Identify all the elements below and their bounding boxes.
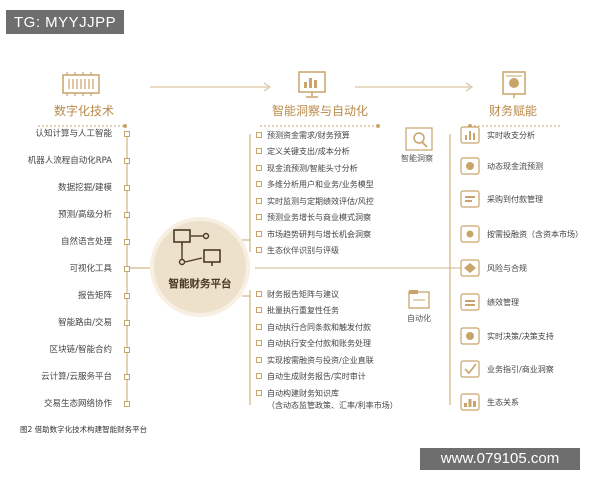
automation-item: 自动构建财务知识库 <box>267 389 339 398</box>
left-item: 云计算/云服务平台 <box>41 372 112 382</box>
automation-item: 批量执行重复性任务 <box>267 306 339 315</box>
left-item: 预测/高级分析 <box>58 210 112 220</box>
automation-item: 实现按需融资与投资/企业直联 <box>267 356 374 365</box>
hub-title: 智能财务平台 <box>168 278 232 290</box>
insight-item: 实时监测与定期绩效评估/风控 <box>267 197 374 206</box>
left-item: 数据挖掘/建模 <box>58 183 112 193</box>
bullet-box <box>256 357 262 363</box>
bullet-box <box>124 158 130 164</box>
bullet-box <box>256 181 262 187</box>
insight-item: 定义关键支出/成本分析 <box>267 147 350 156</box>
automation-item: 自动执行合同条款和触发付款 <box>267 323 371 332</box>
watermark-top-left: TG: MYYJJPP <box>6 10 125 34</box>
bullet-box <box>256 231 262 237</box>
finance-item: 实时决策/决策支持 <box>487 332 554 341</box>
bullet-box <box>124 266 130 272</box>
finance-item: 动态现金流预测 <box>487 162 543 171</box>
left-item: 智能路由/交易 <box>58 318 112 328</box>
col-title-finance-enable: 财务赋能 <box>488 104 537 118</box>
automation-item: 财务报告矩阵与建议 <box>267 290 339 299</box>
left-item: 区块链/智能合约 <box>49 345 112 355</box>
bullet-box <box>124 131 130 137</box>
bullet-box <box>256 198 262 204</box>
network-icon <box>173 229 221 266</box>
col-title-digital-tech: 数字化技术 <box>53 104 114 118</box>
left-item: 交易生态网络协作 <box>43 399 112 409</box>
folder-icon <box>408 290 430 309</box>
bullet-box <box>124 347 130 353</box>
left-item: 报告矩阵 <box>77 291 112 301</box>
watermark-bottom-right: www.079105.com <box>420 448 580 470</box>
figure-caption: 图2 借助数字化技术构建智能财务平台 <box>20 425 148 434</box>
bullet-box <box>256 307 262 313</box>
left-item: 自然语言处理 <box>60 237 112 247</box>
bullet-box <box>124 185 130 191</box>
chip-icon <box>62 72 100 96</box>
insight-item: 市场趋势研判与增长机会洞察 <box>267 230 371 239</box>
monitor-chart-icon <box>298 71 326 98</box>
finance-item: 生态关系 <box>487 398 519 407</box>
bullet-box <box>124 320 130 326</box>
left-item: 认知计算与人工智能 <box>35 129 112 139</box>
bullet-box <box>256 165 262 171</box>
bullet-box <box>256 373 262 379</box>
bullet-box <box>124 212 130 218</box>
finance-item: 按需投融资（含资本市场） <box>487 230 583 239</box>
insight-item: 预测业务增长与商业模式洞察 <box>267 213 371 222</box>
automation-label: 自动化 <box>407 314 431 323</box>
bullet-box <box>256 291 262 297</box>
finance-item: 实时收支分析 <box>487 131 535 140</box>
insight-label: 智能洞察 <box>401 154 433 163</box>
finance-item: 业务指引/商业洞察 <box>487 365 554 374</box>
bullet-box <box>256 340 262 346</box>
magnifier-icon <box>405 127 433 151</box>
insight-item: 现金流预测/智能头寸分析 <box>267 164 358 173</box>
automation-item-note: （含动态监管政策、汇率/利率市场） <box>267 401 398 410</box>
bullet-box <box>256 214 262 220</box>
bullet-box <box>256 390 262 396</box>
hub-circle <box>150 217 250 317</box>
server-icon <box>502 71 526 98</box>
insight-item: 生态伙伴识别与评级 <box>267 246 339 255</box>
col-title-insight-automation: 智能洞察与自动化 <box>271 104 368 118</box>
insight-item: 预测资金需求/财务预算 <box>267 131 350 140</box>
bullet-box <box>124 293 130 299</box>
finance-item: 风险与合规 <box>487 264 527 273</box>
finance-item: 采购到付款管理 <box>487 195 543 204</box>
left-item: 可视化工具 <box>69 264 112 274</box>
automation-item: 自动执行安全付款和账务处理 <box>267 339 371 348</box>
automation-item: 自动生成财务报告/实时审计 <box>267 372 366 381</box>
insight-item: 多维分析用户和业务/业务模型 <box>267 180 374 189</box>
bullet-box <box>124 239 130 245</box>
bullet-box <box>124 401 130 407</box>
left-item: 机器人流程自动化RPA <box>27 156 112 166</box>
bullet-box <box>256 132 262 138</box>
bullet-box <box>124 374 130 380</box>
bullet-box <box>256 324 262 330</box>
bullet-box <box>256 148 262 154</box>
finance-item: 绩效管理 <box>487 298 519 307</box>
bullet-box <box>256 247 262 253</box>
